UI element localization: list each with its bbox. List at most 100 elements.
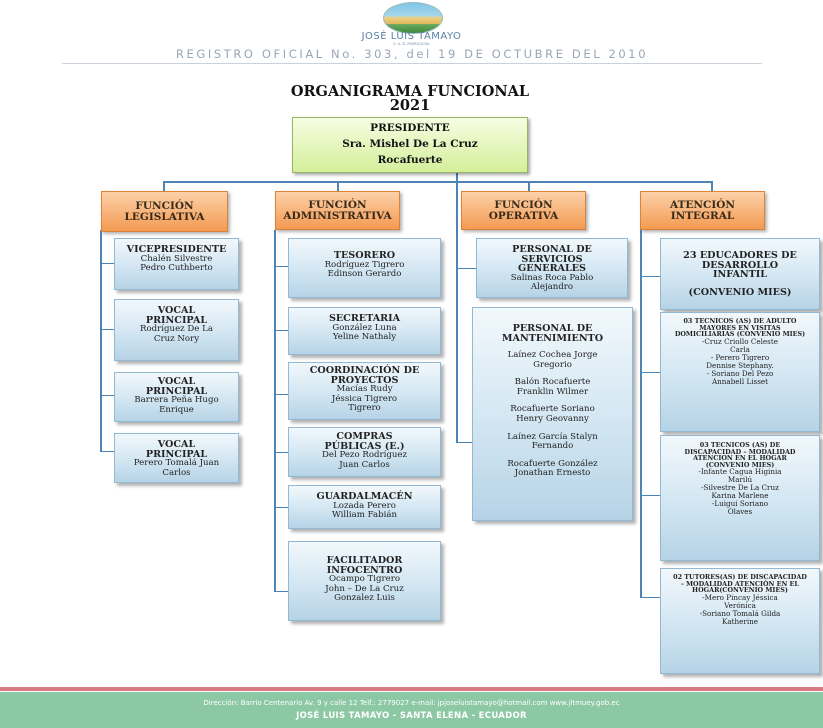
function-administrativa-header: FUNCIÓN ADMINISTRATIVA — [275, 191, 400, 230]
branch-administrativa-3 — [274, 394, 288, 395]
vocal-principal-1-box: VOCAL PRINCIPAL Rodríguez De La Cruz Nor… — [114, 299, 239, 361]
person-name: Jonathan Ernesto — [514, 468, 591, 479]
person-name: -Mero Pincay Jéssica — [702, 592, 778, 602]
function-legislativa-header: FUNCIÓN LEGISLATIVA — [101, 191, 228, 232]
footer-location: JOSÉ LUIS TAMAYO - SANTA ELENA - ECUADOR — [296, 711, 527, 721]
header-divider — [62, 63, 762, 64]
person-name: Rodríguez Tigrero — [324, 259, 405, 270]
person-name: Laínez Cochea Jorge — [507, 350, 598, 360]
president-role: PRESIDENTE — [370, 122, 450, 134]
spine-operativa — [456, 183, 458, 443]
person-name: - Soriano Del Pezo — [706, 368, 774, 378]
mantenimiento-box: PERSONAL DE MANTENIMIENTO Laínez Cochea … — [472, 307, 633, 521]
person-name: Alejandro — [530, 282, 574, 293]
box-title: 03 TECNICOS (AS) DE ADULTO MAYORES EN VI… — [674, 317, 806, 339]
person-name: Fernando — [531, 441, 574, 452]
person-name: Gonzalez Luis — [334, 593, 395, 604]
person-name: Dennise Stephany. — [706, 360, 774, 370]
title-line-2: 2021 — [389, 97, 431, 114]
box-title: FACILITADOR INFOCENTRO — [326, 555, 403, 576]
horizontal-bar-line — [163, 181, 711, 183]
branch-atencion-3 — [640, 495, 660, 496]
logo-name: JOSÉ LUIS TAMAYO — [361, 31, 462, 42]
branch-operativa-2 — [456, 442, 472, 443]
box-title-2: (CONVENIO MIES) — [688, 286, 792, 298]
president-name: Sra. Mishel De La Cruz — [342, 138, 478, 150]
person-name: Henry Geovanny — [516, 413, 589, 424]
tecnicos-adulto-mayor-box: 03 TECNICOS (AS) DE ADULTO MAYORES EN VI… — [660, 312, 820, 432]
person-name: Olaves — [727, 507, 753, 517]
president-box: PRESIDENTE Sra. Mishel De La Cruz Rocafu… — [292, 117, 528, 173]
person-name: Gregorio — [533, 359, 572, 370]
branch-legislativa-3 — [100, 395, 114, 396]
vocal-principal-3-box: VOCAL PRINCIPAL Perero Tomalá Juan Carlo… — [114, 433, 239, 483]
branch-legislativa-4 — [100, 451, 114, 452]
branch-atencion-1 — [640, 276, 660, 277]
person-name: Rodríguez De La — [140, 324, 213, 334]
connector-atencion — [711, 181, 713, 192]
president-name-2: Rocafuerte — [377, 154, 443, 166]
person-name: Tigrero — [348, 403, 381, 414]
title-line-1: ORGANIGRAMA FUNCIONAL — [290, 83, 530, 100]
person-name: Marilú — [727, 475, 753, 485]
person-name: -Infante Cagua Higinia — [698, 467, 782, 477]
branch-atencion-4 — [640, 597, 660, 598]
person-name: Salinas Roca Pablo — [510, 272, 594, 283]
spine-atencion — [640, 230, 642, 598]
box-title: PERSONAL DE SERVICIOS GENERALES — [512, 244, 592, 274]
box-title: COORDINACIÓN DE PROYECTOS — [309, 365, 420, 386]
person-name: Perero Tomalá Juan — [133, 458, 220, 468]
person-name: Verónica — [724, 600, 756, 610]
president-to-bar-line — [456, 171, 458, 182]
logo — [383, 2, 443, 34]
person-name: -Soriano Tomalá Gilda — [699, 608, 781, 618]
person-name: Balón Rocafuerte — [514, 377, 591, 388]
person-name: -Cruz Criollo Celeste — [702, 336, 778, 346]
person-name: Rocafuerte González — [507, 458, 598, 469]
function-atencion-header: ATENCIÓN INTEGRAL — [640, 191, 765, 230]
box-title: VOCAL PRINCIPAL — [145, 376, 208, 397]
branch-operativa-1 — [456, 268, 476, 269]
tecnicos-discapacidad-box: 03 TECNICOS (AS) DE DISCAPACIDAD – MODAL… — [660, 435, 820, 561]
box-title: VOCAL PRINCIPAL — [145, 439, 208, 460]
facilitador-infocentro-box: FACILITADOR INFOCENTRO Ocampo Tigrero Jo… — [288, 541, 441, 621]
function-operativa-header: FUNCIÓN OPERATIVA — [461, 191, 586, 230]
box-title: 02 TUTORES(AS) DE DISCAPACIDAD - MODALID… — [673, 573, 807, 595]
vocal-principal-2-box: VOCAL PRINCIPAL Barrera Peña Hugo Enriqu… — [114, 372, 239, 422]
box-title: 23 EDUCADORES DE DESARROLLO INFANTIL — [683, 250, 797, 280]
box-title: TESORERO — [333, 250, 396, 261]
connector-operativa — [528, 181, 530, 192]
connector-legislativa — [163, 181, 165, 192]
educadores-box: 23 EDUCADORES DE DESARROLLO INFANTIL (CO… — [660, 238, 820, 310]
vicepresidente-box: VICEPRESIDENTE Chalén Silvestre Pedro Cu… — [114, 238, 239, 290]
person-name: Carla — [730, 344, 750, 354]
coordinacion-proyectos-box: COORDINACIÓN DE PROYECTOS Macías Rudy Jé… — [288, 362, 441, 420]
person-name: Lozada Perero — [333, 500, 396, 511]
person-name: Annabell Lisset — [711, 376, 769, 386]
compras-publicas-box: COMPRAS PÚBLICAS (E.) Del Pezo Rodríguez… — [288, 427, 441, 477]
person-name: Karina Marlene — [711, 491, 769, 501]
box-title: PERSONAL DE MANTENIMIENTO — [501, 323, 604, 344]
footer-band — [0, 692, 823, 728]
person-name: -Luigui Soriano — [711, 499, 769, 509]
person-name: Katherine — [721, 616, 759, 626]
branch-administrativa-4 — [274, 452, 288, 453]
person-name: Del Pezo Rodríguez — [321, 450, 408, 460]
person-name: Franklin Wilmer — [516, 386, 589, 397]
guardalmacen-box: GUARDALMACÉN Lozada Perero William Fabiá… — [288, 485, 441, 529]
branch-administrativa-6 — [274, 591, 288, 592]
person-name: Yeline Nathaly — [332, 332, 397, 343]
person-name: Juan Carlos — [339, 459, 390, 470]
box-title: 03 TECNICOS (AS) DE DISCAPACIDAD – MODAL… — [684, 441, 796, 469]
person-name: Barrera Peña Hugo — [134, 395, 219, 405]
person-name: Pedro Cuthberto — [140, 263, 213, 274]
person-name: Edinson Gerardo — [327, 269, 402, 280]
person-name: William Fabián — [331, 510, 398, 521]
spine-administrativa — [274, 230, 276, 592]
branch-atencion-2 — [640, 372, 660, 373]
person-name: Cruz Nory — [153, 333, 200, 344]
branch-administrativa-2 — [274, 330, 288, 331]
person-name: John – De La Cruz — [325, 583, 404, 594]
footer-stripe — [0, 687, 823, 691]
tesorero-box: TESORERO Rodríguez Tigrero Edinson Gerar… — [288, 238, 441, 298]
